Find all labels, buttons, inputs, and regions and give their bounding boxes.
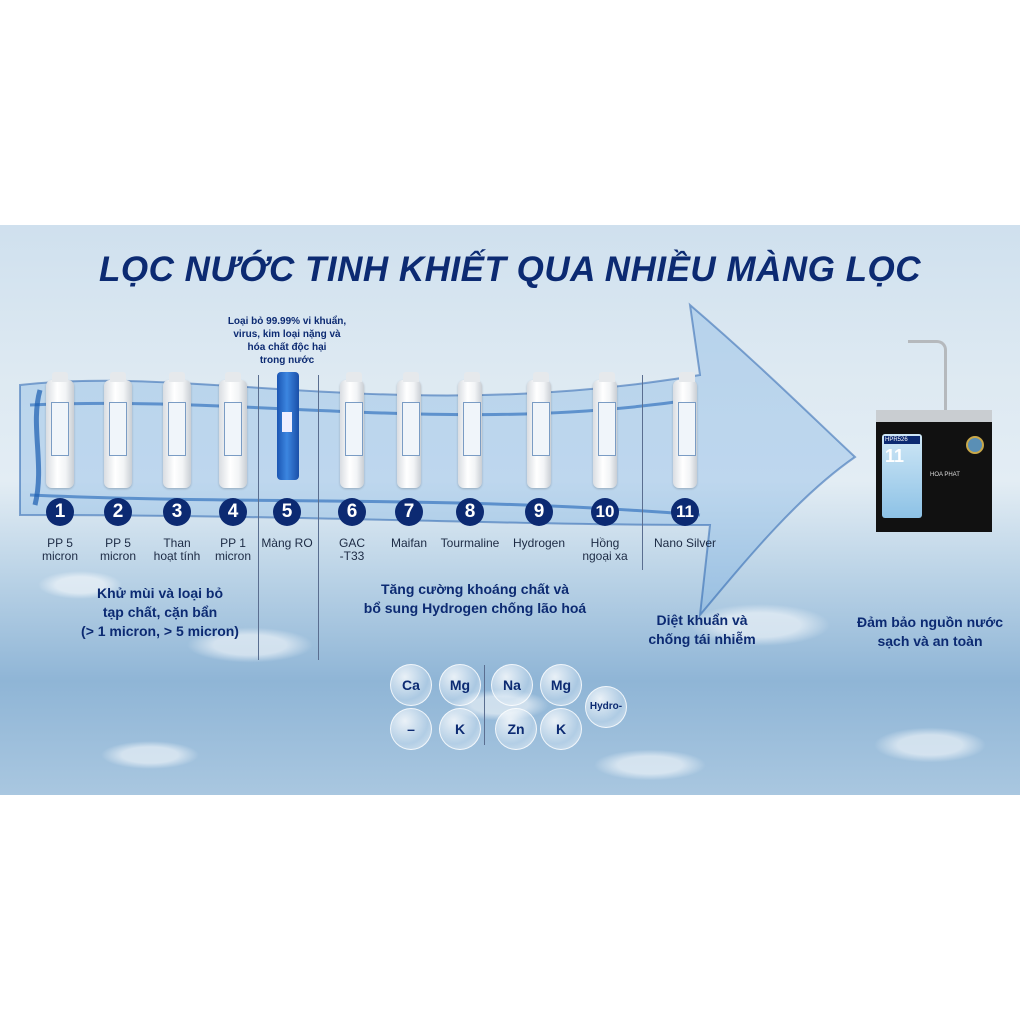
desc-line: Tăng cường khoáng chất và — [380, 581, 570, 597]
result-description: Đảm bảo nguồn nước sạch và an toàn — [840, 613, 1020, 651]
mineral-bubble: Zn — [495, 708, 537, 750]
step-number: 11 — [671, 498, 699, 526]
divider — [258, 375, 259, 660]
mineral-bubble: Na — [491, 664, 533, 706]
ro-note-line: trong nước — [259, 355, 315, 366]
divider — [642, 375, 643, 570]
filter-label-line: -T33 — [339, 549, 365, 563]
filter-label-line: PP 5 — [47, 536, 73, 550]
filter-cartridge-7 — [397, 372, 421, 488]
filter-cartridge-10 — [593, 372, 617, 488]
filter-label-line: Hydrogen — [512, 536, 566, 550]
filter-label-line: Than — [163, 536, 191, 550]
filter-label-line: micron — [41, 549, 78, 563]
water-purifier: HPR526 11 HOA PHAT — [876, 410, 992, 532]
step-number: 1 — [46, 498, 74, 526]
desc-line: Khử mùi và loại bỏ — [96, 585, 224, 601]
desc-line: chống tái nhiễm — [648, 631, 756, 647]
step-number: 2 — [104, 498, 132, 526]
ro-note-line: hóa chất độc hại — [247, 342, 327, 353]
filter-label: Tourmaline — [430, 537, 510, 550]
filter-label-line: Nano Silver — [653, 536, 717, 550]
mineral-bubble: Mg — [540, 664, 582, 706]
desc-line: Diệt khuẩn và — [656, 612, 748, 628]
step-number: 8 — [456, 498, 484, 526]
step-number: 5 — [273, 498, 301, 526]
mineral-bubble: Hydro- — [585, 686, 627, 728]
filter-label-line: Màng RO — [261, 536, 313, 550]
mineral-bubble: K — [439, 708, 481, 750]
ro-note-line: Loại bỏ 99.99% vi khuẩn, — [227, 316, 347, 327]
filter-label-line: ngoại xa — [582, 549, 628, 563]
indicator-icon — [966, 436, 984, 454]
filter-label-line: Tourmaline — [440, 536, 500, 550]
filter-label: Nano Silver — [645, 537, 725, 550]
desc-line: Đảm bảo nguồn nước — [856, 614, 1004, 630]
filter-cartridge-1 — [46, 372, 74, 488]
step-number: 4 — [219, 498, 247, 526]
filter-label-line: hoạt tính — [153, 549, 201, 563]
filter-label-line: Maifan — [390, 536, 428, 550]
ro-note: Loại bỏ 99.99% vi khuẩn, virus, kim loại… — [212, 315, 362, 367]
machine-panel-number: 11 — [885, 446, 905, 466]
desc-line: sạch và an toàn — [877, 633, 983, 649]
filter-cartridge-6 — [340, 372, 364, 488]
step-number: 7 — [395, 498, 423, 526]
ro-membrane — [277, 372, 299, 480]
mineral-bubble: Mg — [439, 664, 481, 706]
water-caustics — [0, 525, 1020, 795]
step-number: 3 — [163, 498, 191, 526]
faucet — [908, 340, 947, 415]
step-number: 6 — [338, 498, 366, 526]
desc-line: bổ sung Hydrogen chống lão hoá — [363, 600, 587, 616]
filter-cartridge-11 — [673, 372, 697, 488]
filter-label-line: micron — [99, 549, 136, 563]
filter-label: Maifan — [369, 537, 449, 550]
machine-model: HPR526 — [884, 436, 920, 444]
filter-cartridge-4 — [219, 372, 247, 488]
filter-label-line: PP 5 — [105, 536, 131, 550]
brand-logo: HOA PHAT — [930, 472, 960, 478]
mineral-bubble: K — [540, 708, 582, 750]
step-number: 10 — [591, 498, 619, 526]
filter-label: GAC-T33 — [312, 537, 392, 563]
filter-label-line: Hồng — [590, 536, 620, 550]
filter-label-line: PP 1 — [220, 536, 246, 550]
mineral-bubble: Ca — [390, 664, 432, 706]
page-title: LỌC NƯỚC TINH KHIẾT QUA NHIỀU MÀNG LỌC — [99, 250, 921, 289]
prefilter-description: Khử mùi và loại bỏ tạp chất, cặn bẩn (> … — [40, 584, 280, 641]
filter-label-line: GAC — [338, 536, 365, 550]
filter-cartridge-8 — [458, 372, 482, 488]
desc-line: tạp chất, cặn bẩn — [102, 604, 218, 620]
filter-label: Hydrogen — [499, 537, 579, 550]
mineral-bubble: – — [390, 708, 432, 750]
antibacterial-description: Diệt khuẩn và chống tái nhiễm — [622, 611, 782, 649]
mineral-description: Tăng cường khoáng chất và bổ sung Hydrog… — [335, 580, 615, 618]
desc-line: (> 1 micron, > 5 micron) — [81, 623, 239, 639]
filter-cartridge-9 — [527, 372, 551, 488]
ro-note-line: virus, kim loại nặng và — [233, 329, 341, 340]
filter-cartridge-3 — [163, 372, 191, 488]
step-number: 9 — [525, 498, 553, 526]
machine-panel: HPR526 11 — [882, 434, 922, 518]
filter-cartridge-2 — [104, 372, 132, 488]
infographic-background — [0, 225, 1020, 795]
filter-label-line: micron — [214, 549, 251, 563]
filter-label: Màng RO — [247, 537, 327, 550]
divider — [318, 375, 319, 660]
divider — [484, 665, 485, 745]
